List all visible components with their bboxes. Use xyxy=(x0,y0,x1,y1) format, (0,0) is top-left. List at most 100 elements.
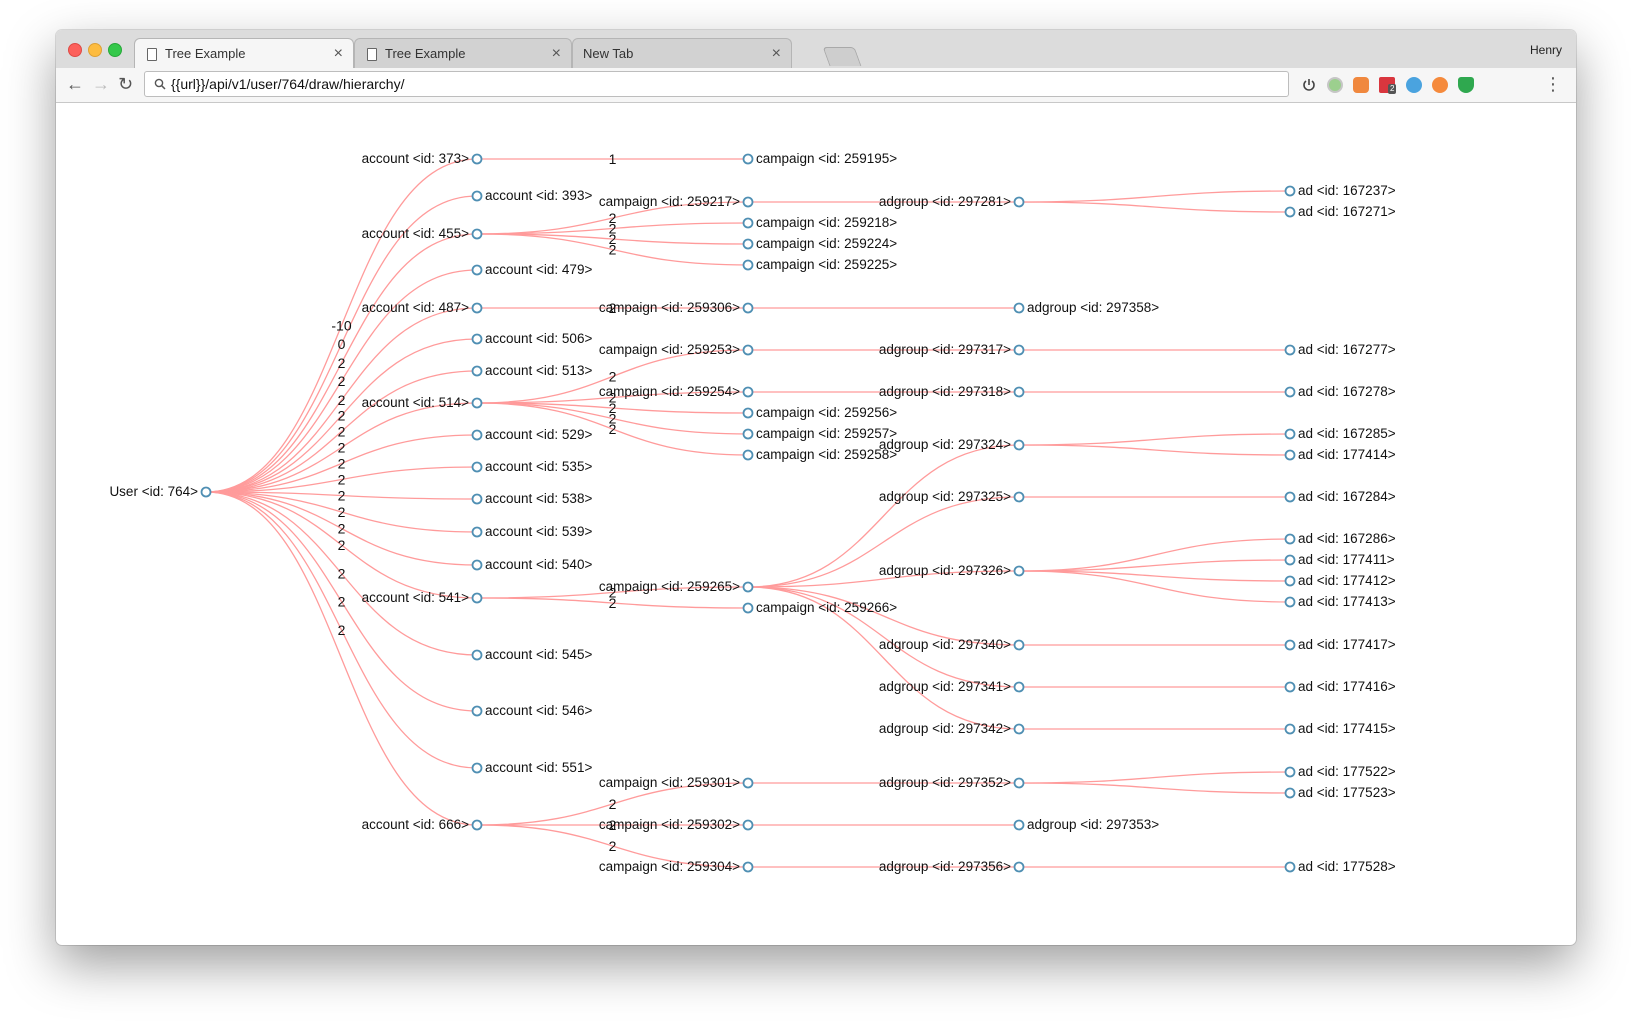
close-window-button[interactable] xyxy=(68,43,82,57)
node-circle[interactable] xyxy=(1013,302,1025,314)
node-circle[interactable] xyxy=(1284,575,1296,587)
node-circle[interactable] xyxy=(1284,554,1296,566)
node-circle[interactable] xyxy=(742,302,754,314)
tree-node-c259218[interactable]: campaign <id: 259218> xyxy=(742,215,898,230)
node-circle[interactable] xyxy=(1284,723,1296,735)
tree-node-a538[interactable]: account <id: 538> xyxy=(471,491,593,506)
tree-node-c259258[interactable]: campaign <id: 259258> xyxy=(742,447,898,462)
node-circle[interactable] xyxy=(742,238,754,250)
tree-node-d167285[interactable]: ad <id: 167285> xyxy=(1284,426,1396,441)
tab-tree-example-1[interactable]: Tree Example × xyxy=(134,38,354,68)
tree-node-g297325[interactable]: adgroup <id: 297325> xyxy=(879,489,1025,504)
tree-node-d167277[interactable]: ad <id: 167277> xyxy=(1284,342,1396,357)
node-circle[interactable] xyxy=(471,819,483,831)
menu-icon[interactable]: ⋮ xyxy=(1544,74,1562,94)
tree-node-a455[interactable]: account <id: 455> xyxy=(362,226,483,241)
node-circle[interactable] xyxy=(1013,491,1025,503)
tree-node-c259256[interactable]: campaign <id: 259256> xyxy=(742,405,898,420)
tree-node-a666[interactable]: account <id: 666> xyxy=(362,817,483,832)
tree-node-a541[interactable]: account <id: 541> xyxy=(362,590,483,605)
node-circle[interactable] xyxy=(742,259,754,271)
tree-node-d167284[interactable]: ad <id: 167284> xyxy=(1284,489,1396,504)
node-circle[interactable] xyxy=(471,493,483,505)
address-bar[interactable] xyxy=(144,71,1289,97)
tree-node-a540[interactable]: account <id: 540> xyxy=(471,557,593,572)
node-circle[interactable] xyxy=(742,581,754,593)
tree-node-a373[interactable]: account <id: 373> xyxy=(362,151,483,166)
node-circle[interactable] xyxy=(742,153,754,165)
node-circle[interactable] xyxy=(742,344,754,356)
node-circle[interactable] xyxy=(1013,196,1025,208)
node-circle[interactable] xyxy=(471,705,483,717)
node-circle[interactable] xyxy=(1284,185,1296,197)
tree-node-d177416[interactable]: ad <id: 177416> xyxy=(1284,679,1396,694)
tree-node-a506[interactable]: account <id: 506> xyxy=(471,331,593,346)
node-circle[interactable] xyxy=(742,861,754,873)
new-tab-button[interactable] xyxy=(822,47,862,66)
node-circle[interactable] xyxy=(471,559,483,571)
minimize-window-button[interactable] xyxy=(88,43,102,57)
node-circle[interactable] xyxy=(471,649,483,661)
tree-node-d177417[interactable]: ad <id: 177417> xyxy=(1284,637,1396,652)
node-circle[interactable] xyxy=(1284,596,1296,608)
node-circle[interactable] xyxy=(471,592,483,604)
tree-node-c259265[interactable]: campaign <id: 259265> xyxy=(599,579,754,594)
tree-node-g297324[interactable]: adgroup <id: 297324> xyxy=(879,437,1025,452)
node-circle[interactable] xyxy=(1284,428,1296,440)
tree-node-g297318[interactable]: adgroup <id: 297318> xyxy=(879,384,1025,399)
node-circle[interactable] xyxy=(742,602,754,614)
node-circle[interactable] xyxy=(742,428,754,440)
tree-node-a529[interactable]: account <id: 529> xyxy=(471,427,593,442)
tree-node-c259257[interactable]: campaign <id: 259257> xyxy=(742,426,898,441)
node-circle[interactable] xyxy=(1013,723,1025,735)
tree-node-a479[interactable]: account <id: 479> xyxy=(471,262,593,277)
tree-node-c259301[interactable]: campaign <id: 259301> xyxy=(599,775,754,790)
tree-node-d177522[interactable]: ad <id: 177522> xyxy=(1284,764,1396,779)
tree-node-c259304[interactable]: campaign <id: 259304> xyxy=(599,859,754,874)
node-circle[interactable] xyxy=(1284,787,1296,799)
tree-node-d177523[interactable]: ad <id: 177523> xyxy=(1284,785,1396,800)
node-circle[interactable] xyxy=(471,228,483,240)
tree-node-d167286[interactable]: ad <id: 167286> xyxy=(1284,531,1396,546)
node-circle[interactable] xyxy=(1013,565,1025,577)
blue-extension-icon[interactable] xyxy=(1406,77,1422,93)
node-circle[interactable] xyxy=(742,196,754,208)
tree-node-g297358[interactable]: adgroup <id: 297358> xyxy=(1013,300,1160,315)
node-circle[interactable] xyxy=(471,153,483,165)
tree-node-a545[interactable]: account <id: 545> xyxy=(471,647,593,662)
node-circle[interactable] xyxy=(471,429,483,441)
node-circle[interactable] xyxy=(1284,766,1296,778)
tab-tree-example-2[interactable]: Tree Example × xyxy=(354,38,572,68)
node-circle[interactable] xyxy=(1013,861,1025,873)
tree-node-d177414[interactable]: ad <id: 177414> xyxy=(1284,447,1396,462)
tree-node-g297352[interactable]: adgroup <id: 297352> xyxy=(879,775,1025,790)
tree-node-d177413[interactable]: ad <id: 177413> xyxy=(1284,594,1396,609)
node-circle[interactable] xyxy=(471,333,483,345)
orange-extension-icon[interactable] xyxy=(1353,77,1369,93)
node-circle[interactable] xyxy=(1284,639,1296,651)
tree-node-c259302[interactable]: campaign <id: 259302> xyxy=(599,817,754,832)
tree-node-a514[interactable]: account <id: 514> xyxy=(362,395,483,410)
node-circle[interactable] xyxy=(742,777,754,789)
node-circle[interactable] xyxy=(1013,439,1025,451)
node-circle[interactable] xyxy=(742,407,754,419)
tab-new-tab[interactable]: New Tab × xyxy=(572,38,792,68)
tree-node-g297326[interactable]: adgroup <id: 297326> xyxy=(879,563,1025,578)
node-circle[interactable] xyxy=(1284,533,1296,545)
tree-node-a546[interactable]: account <id: 546> xyxy=(471,703,593,718)
node-circle[interactable] xyxy=(742,386,754,398)
tree-node-d177411[interactable]: ad <id: 177411> xyxy=(1284,552,1395,567)
orange-circle-extension-icon[interactable] xyxy=(1432,77,1448,93)
tab-close-icon[interactable]: × xyxy=(333,45,343,62)
node-circle[interactable] xyxy=(1284,206,1296,218)
power-icon[interactable] xyxy=(1301,77,1317,93)
tree-node-g297342[interactable]: adgroup <id: 297342> xyxy=(879,721,1025,736)
tree-node-c259195[interactable]: campaign <id: 259195> xyxy=(742,151,898,166)
tree-node-d167237[interactable]: ad <id: 167237> xyxy=(1284,183,1396,198)
shield-extension-icon[interactable] xyxy=(1458,77,1474,93)
tree-node-a393[interactable]: account <id: 393> xyxy=(471,188,593,203)
node-circle[interactable] xyxy=(1284,344,1296,356)
tree-node-a551[interactable]: account <id: 551> xyxy=(471,760,593,775)
node-circle[interactable] xyxy=(1284,386,1296,398)
node-circle[interactable] xyxy=(1013,386,1025,398)
